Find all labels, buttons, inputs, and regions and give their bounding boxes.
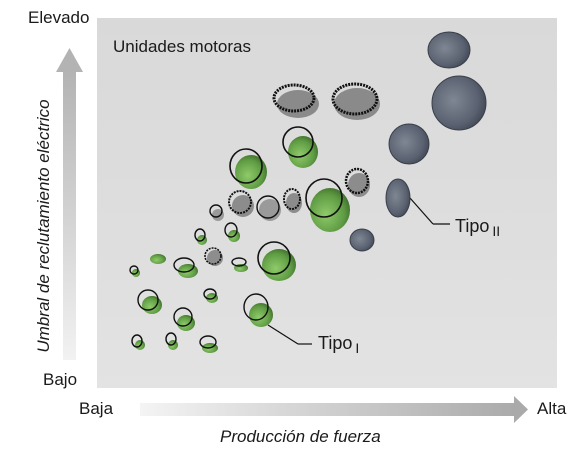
motor-unit: [282, 126, 318, 168]
motor-unit: [229, 148, 267, 189]
type-one-label-word: Tipo: [318, 333, 353, 353]
type-two-leader-line: [409, 197, 434, 225]
motor-unit: [283, 188, 302, 213]
motor-unit: [349, 228, 375, 252]
type-two-label-numeral: II: [492, 223, 501, 239]
type-two-label-word: Tipo: [455, 216, 490, 236]
type-one-label-numeral: I: [355, 340, 360, 356]
motor-unit: [204, 247, 223, 266]
motor-unit: [388, 123, 430, 165]
motor-unit: [173, 257, 198, 278]
motor-unit: [331, 82, 380, 120]
motor-unit: [256, 195, 281, 221]
type-two-motor-units: [349, 31, 487, 252]
x-axis-title: Producción de fuerza: [220, 427, 381, 446]
motor-unit: [224, 222, 240, 242]
motor-unit: [165, 332, 178, 350]
motor-unit: [199, 335, 218, 353]
motor-unit: [305, 178, 350, 232]
motor-unit: [131, 334, 145, 350]
motor-unit: [243, 293, 273, 327]
type-one-leader-line: [267, 324, 299, 345]
motor-unit: [209, 204, 224, 221]
x-axis-arrow: [140, 396, 528, 423]
motor-unit: [344, 167, 370, 197]
y-axis-title: Umbral de reclutamiento eléctrico: [34, 99, 53, 353]
motor-unit: [173, 307, 195, 331]
motor-unit: [257, 241, 296, 281]
motor-unit: [137, 289, 162, 314]
x-axis-low-label: Baja: [79, 399, 114, 418]
type-one-motor-units: [129, 126, 350, 353]
y-axis-arrow: [56, 48, 83, 360]
motor-unit: [272, 83, 319, 118]
motor-unit: [194, 228, 207, 245]
y-axis-high-label: Elevado: [28, 8, 90, 27]
transitional-motor-units: [204, 82, 380, 266]
x-axis-high-label: Alta: [537, 399, 567, 418]
y-axis-low-label: Bajo: [43, 370, 78, 389]
motor-unit: [427, 31, 471, 69]
motor-unit: [231, 257, 248, 272]
motor-unit: [385, 178, 411, 218]
motor-unit: [203, 288, 218, 303]
motor-unit: [431, 75, 487, 131]
motor-unit: [228, 190, 254, 217]
motor-unit: [150, 254, 166, 264]
panel-title: Unidades motoras: [113, 37, 251, 56]
motor-unit: [129, 265, 140, 277]
